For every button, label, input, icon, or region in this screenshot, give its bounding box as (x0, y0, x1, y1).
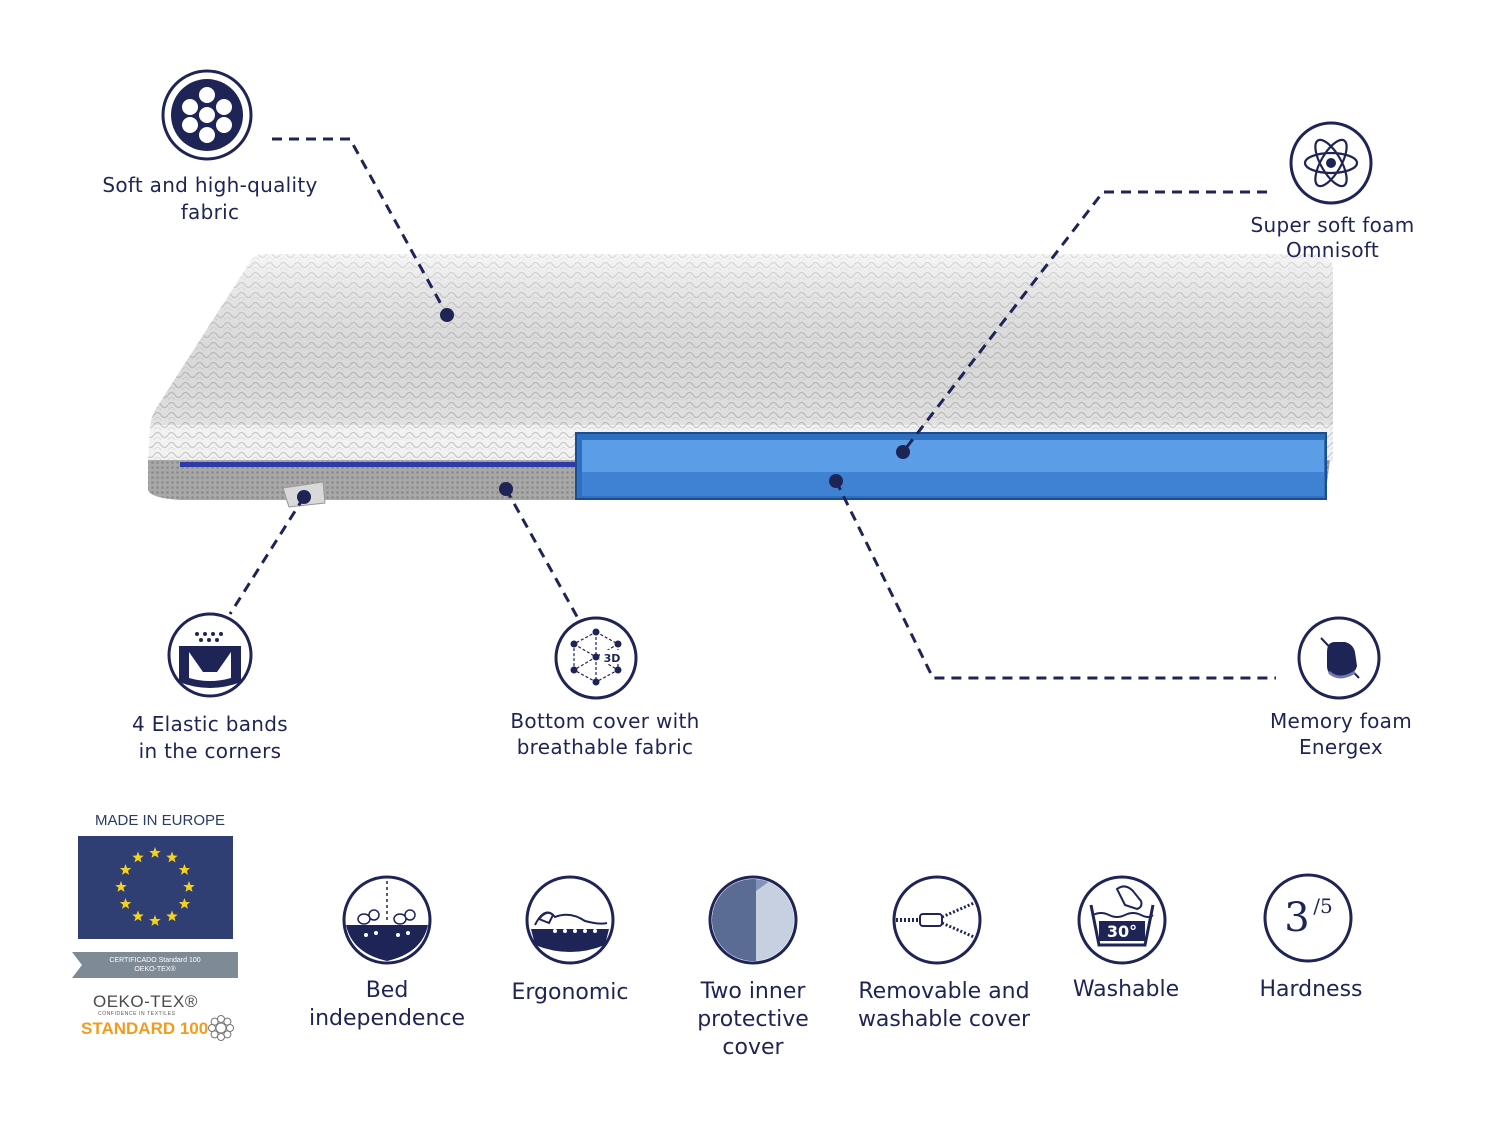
oeko-tex-brand: OEKO-TEX® (93, 992, 198, 1011)
benefit-label-washable: Washable (1072, 977, 1180, 1002)
omnisoft-label: Super soft foam Omnisoft (1250, 213, 1415, 262)
made-in-europe-label: MADE IN EUROPE (94, 812, 226, 829)
benefit-label-removable-cover: Removable and washable cover (857, 979, 1031, 1032)
memory-foam-hand-icon (1297, 616, 1381, 700)
eu-star (178, 864, 191, 875)
oeko-tex-flower-icon (208, 1015, 234, 1041)
oeko-tex-standard: STANDARD 100 (81, 1019, 209, 1038)
leader-dot (829, 474, 843, 488)
ergonomic-icon (525, 875, 615, 965)
bottom-cover-label: Bottom cover with breathable fabric (510, 709, 700, 759)
eu-star (149, 915, 161, 926)
3d-icon-text: 3D (604, 652, 621, 665)
wash-temp-text: 30° (1107, 922, 1137, 941)
eu-star (115, 881, 127, 892)
hardness-value: 3 (1284, 895, 1309, 941)
eu-flag-icon (78, 836, 233, 939)
inner-cover-icon (708, 875, 798, 965)
eu-star (178, 898, 191, 909)
eu-star (149, 847, 161, 858)
cert-band-line2: OEKO-TEX® (134, 966, 176, 973)
hardness-max: /5 (1313, 894, 1332, 918)
eu-star (166, 910, 178, 922)
elastic-label: 4 Elastic bands in the corners (132, 712, 288, 763)
certification-band: CERTIFICADO Standard 100 OEKO-TEX® (72, 952, 238, 978)
cert-band-line1: CERTIFICADO Standard 100 (109, 957, 201, 964)
zipper-line (180, 462, 580, 467)
3d-mesh-icon: 3D (554, 616, 638, 700)
hardness-icon: 3 /5 (1263, 873, 1353, 963)
energex-label: Memory foam Energex (1269, 709, 1412, 759)
leader-dot (440, 308, 454, 322)
eu-star (119, 864, 132, 875)
eu-star (132, 910, 144, 922)
oeko-tex-tagline: CONFIDENCE IN TEXTILES (98, 1011, 176, 1017)
washable-icon: 30° (1077, 875, 1167, 965)
eu-star (119, 898, 132, 909)
eu-star (183, 881, 195, 892)
fabric-label: Soft and high-quality fabric (102, 173, 318, 224)
eu-star (132, 851, 144, 863)
leader-dot (499, 482, 513, 496)
benefit-label-ergonomic: Ergonomic (511, 980, 629, 1005)
fabric-holes-icon (161, 69, 253, 161)
eu-star (166, 851, 178, 863)
zipper-icon (892, 875, 982, 965)
elastic-band-icon (167, 612, 253, 698)
leader-dot (896, 445, 910, 459)
benefit-label-bed-independence: Bed independence (308, 978, 466, 1031)
bed-independence-icon (342, 875, 432, 965)
benefit-label-inner-cover: Two inner protective cover (697, 979, 809, 1060)
atom-icon (1289, 121, 1373, 205)
leader-dot (297, 490, 311, 504)
benefit-label-hardness: Hardness (1259, 977, 1363, 1002)
